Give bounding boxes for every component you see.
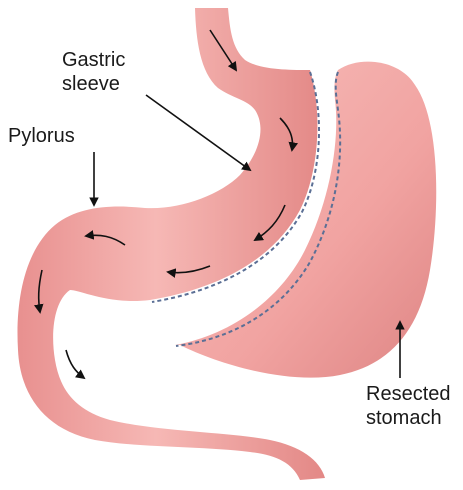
resected-stomach-label-line-2: stomach [366, 406, 451, 430]
resected-stomach-label: Resected stomach [366, 382, 451, 430]
resected-stomach-label-line-1: Resected [366, 382, 451, 406]
gastric-sleeve-pointer [146, 95, 250, 170]
gastric-sleeve-label-line-1: Gastric [62, 48, 125, 72]
gastric-sleeve-label-line-2: sleeve [62, 72, 125, 96]
gastric-sleeve-label: Gastric sleeve [62, 48, 125, 96]
pylorus-label: Pylorus [8, 124, 75, 148]
flow-arrow-7 [66, 350, 84, 378]
